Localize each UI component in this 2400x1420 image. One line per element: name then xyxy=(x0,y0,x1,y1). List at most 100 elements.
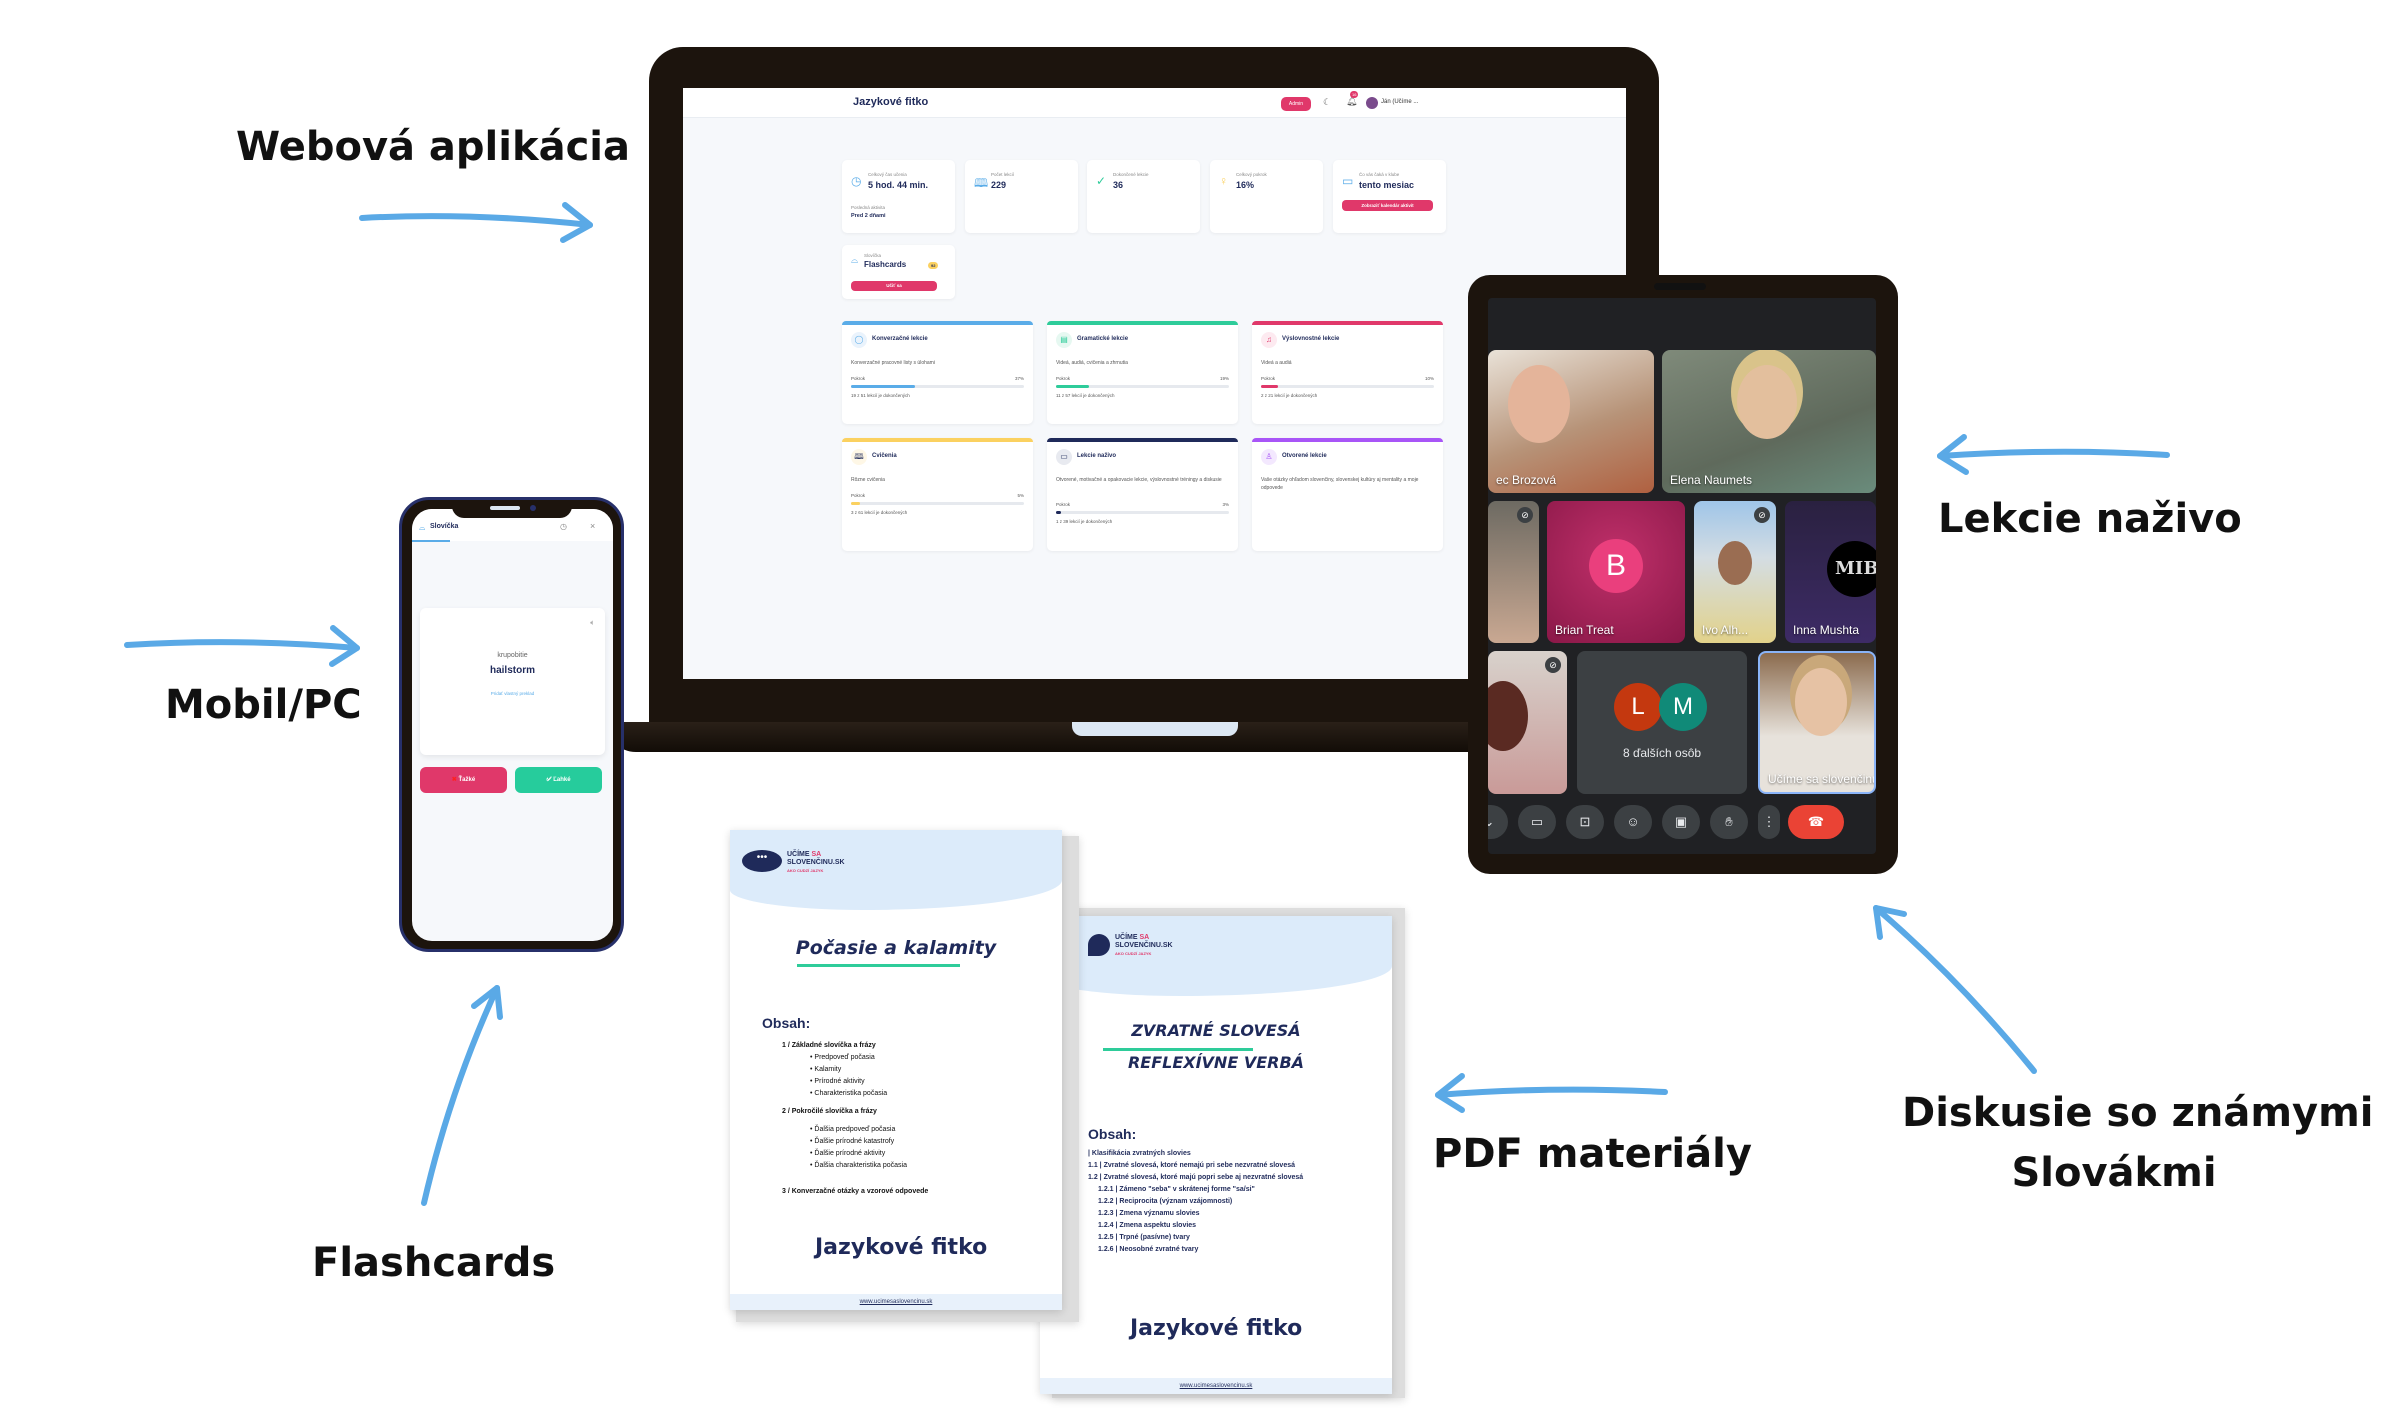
lesson-card-live[interactable]: ▭ Lekcie naživo Otvorené, motivačné a op… xyxy=(1047,438,1238,551)
flashcard-translation: hailstorm xyxy=(489,665,535,676)
lesson-card-pronunciation[interactable]: ♫ Výslovnostné lekcie Videá a audiá Pokr… xyxy=(1252,321,1443,424)
video-call-screen: ec Brozová Elena Naumets ⊘ B Brian Treat… xyxy=(1488,298,1876,854)
captions-button[interactable]: ▣ xyxy=(1662,805,1700,839)
emoji-button[interactable]: ☺ xyxy=(1614,805,1652,839)
participant-name: Inna Mushta xyxy=(1793,623,1860,637)
award-icon: ♀ xyxy=(1219,174,1228,188)
admin-button[interactable]: Admin xyxy=(1281,97,1311,111)
arrow-icon xyxy=(359,202,593,243)
easy-button[interactable]: ✅︎ Ľahké xyxy=(515,767,602,793)
avatar: M xyxy=(1659,683,1707,731)
hard-button[interactable]: ✖ Ťažké xyxy=(420,767,507,793)
progress-bar xyxy=(1056,385,1229,388)
stat-sub-value: Pred 2 dňami xyxy=(851,213,886,219)
participant-tile[interactable]: ⊘ xyxy=(1488,651,1567,794)
stat-card-progress: ♀ Celkový pokrok 16% xyxy=(1210,160,1323,233)
laptop-hinge xyxy=(1072,722,1238,736)
notebook-icon: ▤ xyxy=(1056,332,1072,348)
toc-heading: 2 / Pokročilé slovíčka a frázy xyxy=(782,1108,877,1115)
stat-label: Celkový pokrok xyxy=(1236,172,1267,177)
check-icon: ✅︎ xyxy=(546,777,552,783)
phone-notch xyxy=(452,500,572,518)
graduation-cap-icon: ⌓ xyxy=(851,255,859,265)
pdf-footer-url: www.ucimesaslovencinu.sk xyxy=(1040,1378,1392,1394)
stat-label: Čo vás čaká v klube xyxy=(1359,172,1400,177)
toc-item: Ďalšia predpoveď počasia xyxy=(814,1126,896,1133)
stat-card-completed: ✓ Dokončené lekcie 36 xyxy=(1087,160,1200,233)
stat-label: Počet lekcií xyxy=(991,172,1015,177)
lesson-done-count: 19 z 51 lekcií je dokončených xyxy=(851,393,910,398)
toc-heading: 1 / Základné slovíčka a frázy xyxy=(782,1042,876,1049)
learn-button[interactable]: Učiť sa xyxy=(851,281,937,291)
progress-fill xyxy=(851,502,860,505)
bell-icon[interactable]: 🔔︎ xyxy=(1346,96,1358,106)
lesson-card-open[interactable]: ♙ Otvorené lekcie Vaše otázky ohľadom sl… xyxy=(1252,438,1443,551)
toc-item: 1.2.3 | Zmena významu slovies xyxy=(1098,1210,1200,1217)
progress-percent: 10% xyxy=(1424,376,1434,381)
app-logo[interactable]: Jazykové fitko xyxy=(853,96,929,108)
participant-tile[interactable]: B Brian Treat xyxy=(1547,501,1685,643)
avatar[interactable] xyxy=(1366,97,1378,109)
title-underline xyxy=(1103,1048,1253,1051)
participant-name: Elena Naumets xyxy=(1670,473,1753,487)
music-icon: ♫ xyxy=(1261,332,1277,348)
participant-tile[interactable]: ⊘ Ivo Alh... xyxy=(1694,501,1776,643)
check-circle-icon: ✓ xyxy=(1096,174,1107,188)
toc-heading: 3 / Konverzačné otázky a vzorové odpoved… xyxy=(782,1188,929,1195)
label-mobile-pc: Mobil/PC xyxy=(165,682,362,728)
user-menu[interactable]: Ján (Učíme ... xyxy=(1381,99,1419,105)
mic-button[interactable]: ⌄ xyxy=(1488,805,1508,839)
speaker-icon[interactable]: 🔈︎ xyxy=(590,618,595,627)
lesson-card-grammar[interactable]: ▤ Gramatické lekcie Videá, audiá, cvičen… xyxy=(1047,321,1238,424)
toc-item: Ďalšie prírodné katastrofy xyxy=(814,1138,895,1145)
progress-label: Pokrok xyxy=(1056,502,1071,507)
lesson-card-exercises[interactable]: 🕮︎ Cvičenia Rôzne cvičenia Pokrok 5% 3 z… xyxy=(842,438,1033,551)
more-options-button[interactable]: ⋮ xyxy=(1758,805,1780,839)
participant-name: ec Brozová xyxy=(1496,473,1557,487)
toc-item: Kalamity xyxy=(814,1066,842,1073)
flashcard[interactable]: 🔈︎ krupobitie hailstorm Pridať vlastný p… xyxy=(420,608,605,755)
progress-bar xyxy=(851,502,1024,505)
present-screen-button[interactable]: ⊡ xyxy=(1566,805,1604,839)
participant-tile[interactable]: ⊘ xyxy=(1488,501,1539,643)
lesson-title: Výslovnostné lekcie xyxy=(1282,336,1340,342)
progress-label: Pokrok xyxy=(1056,376,1071,381)
dark-mode-icon[interactable]: ☾ xyxy=(1323,97,1332,107)
progress-fill xyxy=(1056,511,1062,514)
card-accent xyxy=(1252,438,1443,442)
participant-tile[interactable]: Elena Naumets xyxy=(1662,350,1876,493)
more-participants-tile[interactable]: L M 8 ďalších osôb xyxy=(1577,651,1747,794)
lesson-desc: Videá, audiá, cvičenia a zhrnutia xyxy=(1056,360,1128,366)
stat-value: 16% xyxy=(1236,180,1255,190)
progress-fill xyxy=(851,385,915,388)
ribbon-icon: ♙ xyxy=(1261,449,1277,465)
progress-label: Pokrok xyxy=(851,493,866,498)
show-calendar-button[interactable]: Zobraziť kalendár aktivít xyxy=(1342,200,1433,211)
toc-item: Charakteristika počasia xyxy=(814,1090,888,1097)
arrow-icon xyxy=(124,625,360,667)
participant-video xyxy=(1508,365,1570,443)
participant-tile[interactable]: MIB Inna Mushta xyxy=(1785,501,1876,643)
stat-sub-label: Posledná aktivita xyxy=(851,205,886,210)
participant-tile[interactable]: Učíme sa slovenčinu xyxy=(1758,651,1876,794)
table-of-contents: 1 / Základné slovíčka a frázy • Predpove… xyxy=(782,1042,929,1195)
camera-button[interactable]: ▭ xyxy=(1518,805,1556,839)
participant-tile[interactable]: ec Brozová xyxy=(1488,350,1654,493)
stat-card-time: ◷ Celkový čas učenia 5 hod. 44 min. Posl… xyxy=(842,160,955,233)
close-icon[interactable]: × xyxy=(590,521,596,531)
lesson-title: Konverzačné lekcie xyxy=(872,336,928,342)
more-participants-label: 8 ďalších osôb xyxy=(1622,746,1702,760)
stat-label: Dokončené lekcie xyxy=(1113,172,1149,177)
raise-hand-button[interactable]: ✋︎ xyxy=(1710,805,1748,839)
progress-percent: 37% xyxy=(1014,376,1024,381)
stat-value: 229 xyxy=(991,180,1007,190)
camera-icon xyxy=(1654,283,1706,290)
add-translation-link[interactable]: Pridať vlastný preklad xyxy=(490,691,535,696)
lesson-card-conversation[interactable]: ◯ Konverzačné lekcie Konverzačné pracovn… xyxy=(842,321,1033,424)
pdf-footer-url: www.ucimesaslovencinu.sk xyxy=(730,1294,1062,1310)
end-call-button[interactable]: ☎︎ xyxy=(1788,805,1844,839)
chat-icon: ◯ xyxy=(851,332,867,348)
